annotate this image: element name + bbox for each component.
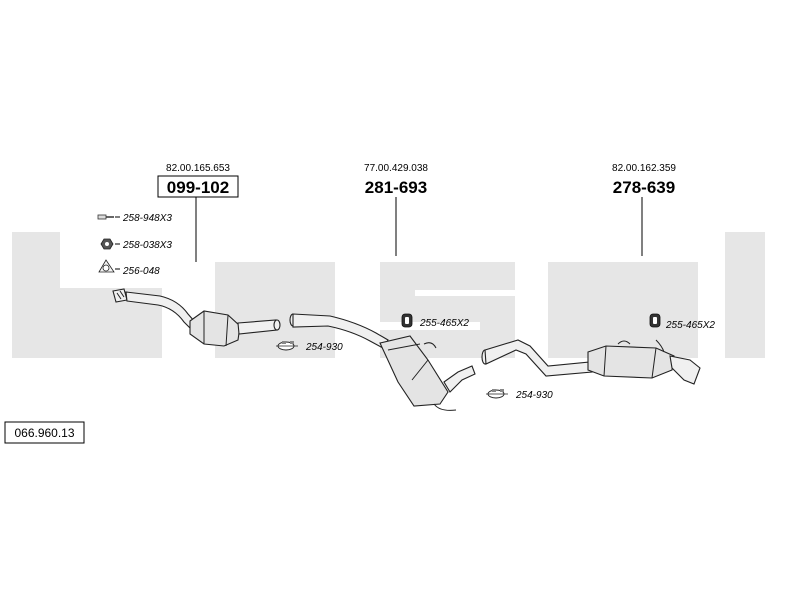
middle-silencer-pipe [289, 313, 476, 411]
assembly-label-2: 77.00.429.038 281-693 [364, 163, 428, 197]
bolt-accessory: 258-948X3 [97, 213, 172, 224]
rubber-hanger-icon [649, 313, 661, 328]
front-pipe-catalyst [112, 288, 281, 347]
oe-ref-label: 82.00.165.653 [166, 163, 230, 174]
bolt-part-label: 258-948X3 [122, 213, 172, 224]
clamp-accessory-1: 254-930 [276, 341, 343, 353]
hanger-accessory-1: 255-465X2 [401, 313, 469, 329]
hanger-part-label: 255-465X2 [419, 318, 469, 329]
gasket-part-label: 256-048 [122, 266, 160, 277]
oe-ref-label: 77.00.429.038 [364, 163, 428, 174]
hanger-part-label: 255-465X2 [665, 320, 715, 331]
clamp-part-label: 254-930 [305, 342, 343, 353]
nut-icon [100, 238, 114, 250]
oe-ref-label: 82.00.162.359 [612, 163, 676, 174]
assembly-label-1: 82.00.165.653 099-102 [157, 163, 239, 198]
part-number-label: 278-639 [613, 178, 675, 197]
clamp-icon [486, 389, 508, 399]
bolt-icon [97, 214, 114, 220]
gasket-icon [98, 259, 115, 273]
gasket-accessory: 256-048 [98, 259, 160, 277]
hanger-accessory-2: 255-465X2 [649, 313, 715, 331]
part-number-label: 099-102 [167, 178, 229, 197]
rear-silencer-pipe [481, 339, 701, 385]
part-number-box [157, 175, 239, 198]
part-number-label: 281-693 [365, 178, 427, 197]
rubber-hanger-icon [401, 313, 413, 328]
clamp-accessory-2: 254-930 [486, 389, 553, 401]
diagram-number-box: 066.960.13 [4, 421, 85, 444]
leader-lines [115, 197, 643, 270]
nut-part-label: 258-038X3 [122, 240, 172, 251]
clamp-part-label: 254-930 [515, 390, 553, 401]
clamp-icon [276, 341, 298, 351]
assembly-label-3: 82.00.162.359 278-639 [612, 163, 676, 197]
diagram-number: 066.960.13 [14, 426, 74, 440]
nut-accessory: 258-038X3 [100, 238, 172, 251]
